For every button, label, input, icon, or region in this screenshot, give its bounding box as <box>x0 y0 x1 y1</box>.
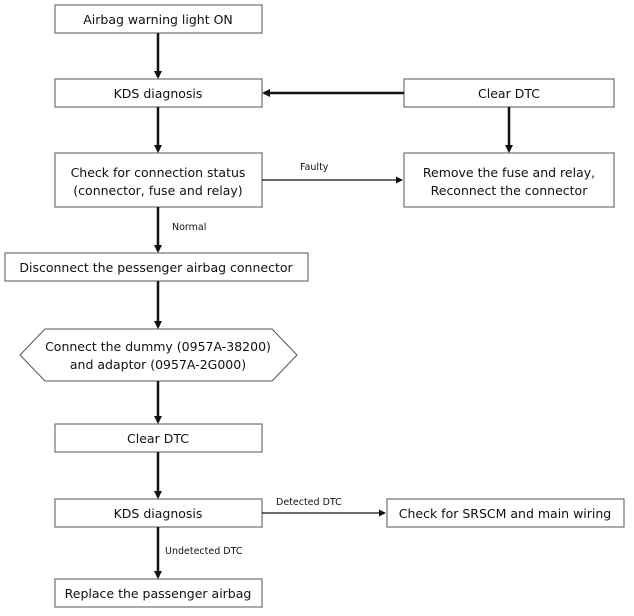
node-connect-dummy: Connect the dummy (0957A-38200) and adap… <box>19 328 298 382</box>
node-connect-dummy-line2: and adaptor (0957A-2G000) <box>70 357 246 372</box>
node-remove-fuse: Remove the fuse and relay, Reconnect the… <box>403 152 615 208</box>
edge-label-detected-dtc: Detected DTC <box>276 497 342 508</box>
node-kds-diagnosis-1-label: KDS diagnosis <box>114 86 203 101</box>
node-kds-diagnosis-2-label: KDS diagnosis <box>114 506 203 521</box>
node-disconnect-connector-label: Disconnect the pessenger airbag connecto… <box>19 260 293 275</box>
node-kds-diagnosis-2: KDS diagnosis <box>54 498 263 528</box>
node-check-connection: Check for connection status (connector, … <box>54 152 263 208</box>
node-clear-dtc-mid: Clear DTC <box>54 423 263 453</box>
node-remove-fuse-line1: Remove the fuse and relay, <box>423 165 595 180</box>
node-check-connection-line2: (connector, fuse and relay) <box>73 183 242 198</box>
edge-label-faulty: Faulty <box>300 162 329 173</box>
node-remove-fuse-line2: Reconnect the connector <box>431 183 589 198</box>
node-clear-dtc-top: Clear DTC <box>403 78 615 108</box>
edge-label-normal: Normal <box>172 222 206 233</box>
node-check-connection-line1: Check for connection status <box>71 165 246 180</box>
node-start-label: Airbag warning light ON <box>83 12 233 27</box>
node-kds-diagnosis-1: KDS diagnosis <box>54 78 263 108</box>
node-replace-airbag-label: Replace the passenger airbag <box>65 586 252 601</box>
node-replace-airbag: Replace the passenger airbag <box>54 578 263 608</box>
node-clear-dtc-top-label: Clear DTC <box>478 86 540 101</box>
node-connect-dummy-line1: Connect the dummy (0957A-38200) <box>45 339 271 354</box>
node-start: Airbag warning light ON <box>54 4 263 34</box>
node-disconnect-connector: Disconnect the pessenger airbag connecto… <box>4 252 309 282</box>
node-check-srscm: Check for SRSCM and main wiring <box>386 498 625 528</box>
node-check-srscm-label: Check for SRSCM and main wiring <box>399 506 612 521</box>
node-clear-dtc-mid-label: Clear DTC <box>127 431 189 446</box>
edge-label-undetected-dtc: Undetected DTC <box>165 546 243 557</box>
